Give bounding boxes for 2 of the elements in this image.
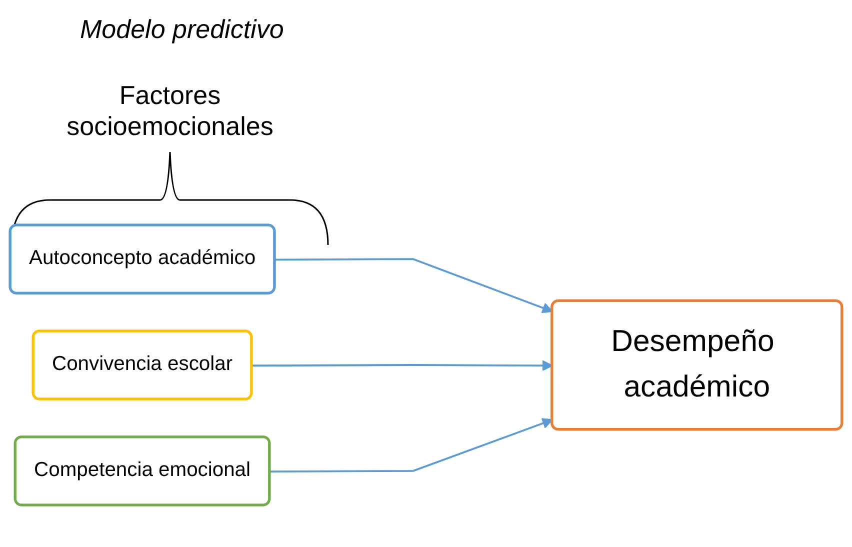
group-heading: Factores socioemocionales xyxy=(66,80,274,142)
diagram-title: Modelo predictivo xyxy=(80,14,284,45)
